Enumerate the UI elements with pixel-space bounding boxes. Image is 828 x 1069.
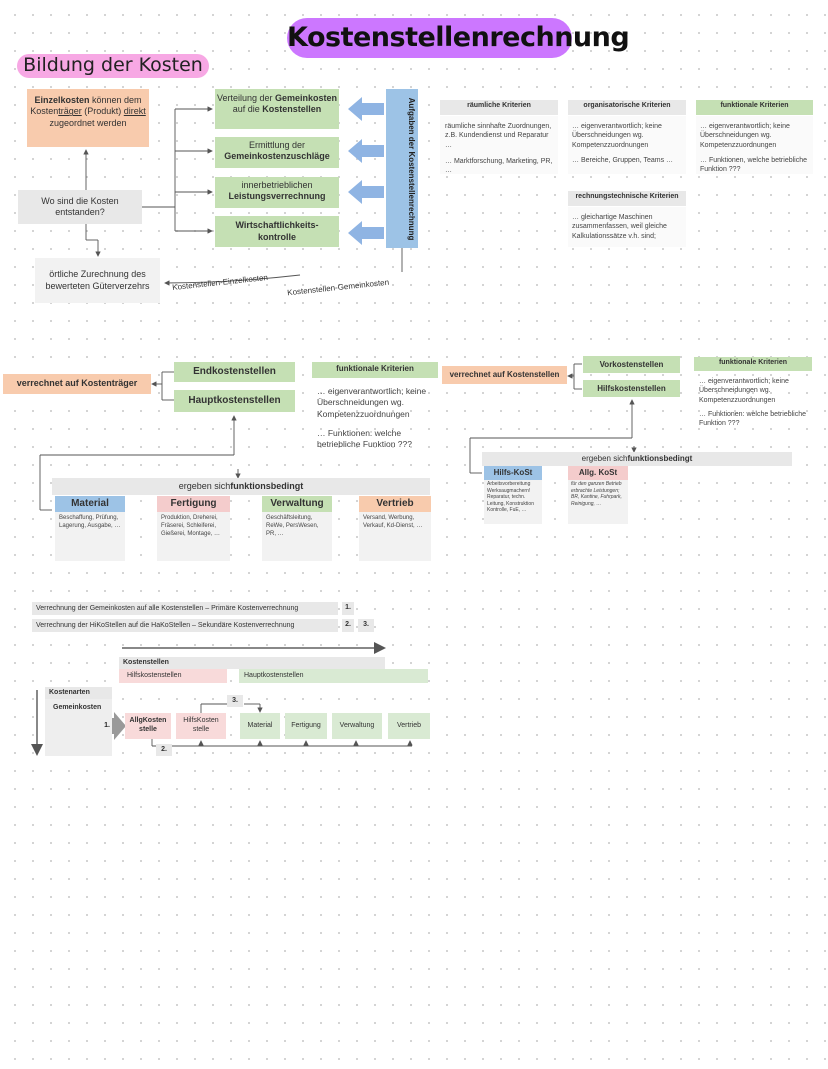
col-verwaltung-body bbox=[262, 512, 332, 561]
aufgaben-label: Aufgaben der Kostenstellenrechnung bbox=[407, 97, 416, 241]
sekundaer-row: Verrechnung der HiKoStellen auf die HaKo… bbox=[32, 619, 338, 632]
rech-header: rechnungstechnische Kriterien bbox=[568, 191, 686, 206]
kostenarten-column bbox=[45, 699, 112, 756]
funk-text-2: … Funktionen, welche betriebliche Funkti… bbox=[700, 157, 808, 174]
aufgaben-box bbox=[386, 89, 418, 248]
gemeinkosten-label: Gemeinkosten bbox=[53, 704, 102, 711]
raeumlich-panel bbox=[440, 116, 558, 174]
allg-kost-text: für den ganzen Betrieb erbrachte Leistun… bbox=[571, 481, 622, 507]
allg-kost-header: Allg. KoSt bbox=[568, 466, 628, 480]
funk-text-1: … eigenverantwortlich; keine Überschneid… bbox=[700, 123, 790, 149]
s2-funk-text-2: … Funktionen: welche betriebliche Funkti… bbox=[317, 428, 412, 450]
org-header: organisatorische Kriterien bbox=[568, 100, 686, 115]
primaer-row: Verrechnung der Gemeinkosten auf alle Ko… bbox=[32, 602, 338, 615]
hilfskostenstellen-bar: Hilfskostenstellen bbox=[119, 669, 227, 683]
task-zuschlaege-box: Ermittlung der Gemeinkostenzuschläge bbox=[215, 137, 339, 168]
hilfs-kost-header: Hilfs-KoSt bbox=[484, 466, 542, 480]
hilfs-kost-body bbox=[484, 480, 542, 524]
subtitle-highlight bbox=[17, 54, 209, 78]
col-vertrieb-text: Versand, Werbung, Verkauf, Kd-Dienst, … bbox=[363, 515, 423, 530]
kostenarten-label: Kostenarten bbox=[45, 687, 112, 699]
col-fertigung-body bbox=[157, 512, 230, 561]
s3-funk-text-1: … eigenverantwortlich; keine Überschneid… bbox=[699, 378, 789, 404]
fertigung-box: Fertigung bbox=[285, 713, 327, 739]
funk-panel bbox=[696, 116, 813, 174]
raeumlich-header: räumliche Kriterien bbox=[440, 100, 558, 115]
raeumlich-text-1: räumliche sinnhafte Zuordnungen, z.B. Ku… bbox=[445, 123, 552, 149]
s2-funk-text-1: … eigenverantwortlich; keine Überschneid… bbox=[317, 386, 427, 419]
org-panel bbox=[568, 116, 686, 174]
hauptkostenstellen-box: Hauptkostenstellen bbox=[174, 390, 295, 412]
col-fertigung-header: Fertigung bbox=[157, 496, 230, 512]
hilfskostenstellen-box: Hilfskostenstellen bbox=[583, 380, 680, 397]
hilfs-kost-text: Arbeitsvorbereitung Werksaugmachern! Rep… bbox=[487, 481, 534, 513]
vertrieb-box: Vertrieb bbox=[388, 713, 430, 739]
hauptkostenstellen-bar: Hauptkostenstellen bbox=[239, 669, 428, 683]
col-material-text: Beschaffung, Prüfung, Lagerung, Ausgabe,… bbox=[59, 515, 121, 530]
col-material-header: Material bbox=[55, 496, 125, 512]
step-2-label: 2. bbox=[156, 744, 172, 756]
col-vertrieb-body bbox=[359, 512, 431, 561]
verrechnet-kostentraeger-box: verrechnet auf Kostenträger bbox=[3, 374, 151, 394]
kostenstellen-bar: Kostenstellen bbox=[119, 657, 385, 669]
oertliche-zurechnung-box: örtliche Zurechnung des bewerteten Güter… bbox=[35, 258, 160, 303]
task-wirtschaftlichkeit-box: Wirtschaftlichkeits-kontrolle bbox=[215, 216, 339, 247]
org-text-1: … eigenverantwortlich; keine Überschneid… bbox=[572, 123, 662, 149]
col-material-body bbox=[55, 512, 125, 561]
material-box: Material bbox=[240, 713, 280, 739]
question-box: Wo sind die Kosten entstanden? bbox=[18, 190, 142, 224]
raeumlich-text-2: … Marktforschung, Marketing, PR, … bbox=[445, 158, 553, 175]
col-fertigung-text: Produktion, Dreherei, Fräserei, Schleife… bbox=[161, 515, 221, 538]
sekundaer-number-1: 2. bbox=[342, 619, 354, 632]
org-text-2: … Bereiche, Gruppen, Teams … bbox=[572, 157, 674, 164]
title-highlight bbox=[287, 18, 572, 58]
primaer-number: 1. bbox=[342, 602, 354, 615]
col-verwaltung-header: Verwaltung bbox=[262, 496, 332, 512]
allgkosten-box: AllgKosten stelle bbox=[125, 713, 171, 739]
sekundaer-number-2: 3. bbox=[358, 619, 374, 632]
task-leistungsverrechnung-box: innerbetrieblichen Leistungsverrechnung bbox=[215, 177, 339, 208]
allg-kost-body bbox=[568, 480, 628, 524]
step-1-label: 1. bbox=[104, 721, 110, 729]
s3-ergeben-box: ergeben sich funktionsbedingt bbox=[482, 452, 792, 466]
endkostenstellen-box: Endkostenstellen bbox=[174, 362, 295, 382]
funk-header: funktionale Kriterien bbox=[696, 100, 813, 115]
subtitle: Bildung der Kosten bbox=[23, 54, 203, 76]
s2-ergeben-box: ergeben sich funktionsbedingt bbox=[52, 478, 430, 495]
col-vertrieb-header: Vertrieb bbox=[359, 496, 431, 512]
einzelkosten-box: Einzelkosten können dem Kostenträger (Pr… bbox=[27, 89, 149, 147]
verrechnet-kostenstellen-box: verrechnet auf Kostenstellen bbox=[442, 366, 567, 384]
s2-funk-header: funktionale Kriterien bbox=[312, 362, 438, 378]
s3-funk-header: funktionale Kriterien bbox=[694, 357, 812, 371]
rech-text: … gleichartige Maschinen zusammenfassen,… bbox=[572, 214, 667, 240]
col-verwaltung-text: Geschäftsleitung, ReWe, PersWesen, PR, … bbox=[266, 515, 319, 538]
vorkostenstellen-box: Vorkostenstellen bbox=[583, 356, 680, 373]
hilfskosten-box: HilfsKosten stelle bbox=[176, 713, 226, 739]
s3-funk-text-2: … Funktionen: welche betriebliche Funkti… bbox=[699, 411, 807, 428]
step-3-label: 3. bbox=[227, 695, 243, 707]
task-verteilung-box: Verteilung der Gemeinkosten auf die Kost… bbox=[215, 89, 339, 129]
verwaltung-box: Verwaltung bbox=[332, 713, 382, 739]
rech-panel bbox=[568, 207, 686, 247]
